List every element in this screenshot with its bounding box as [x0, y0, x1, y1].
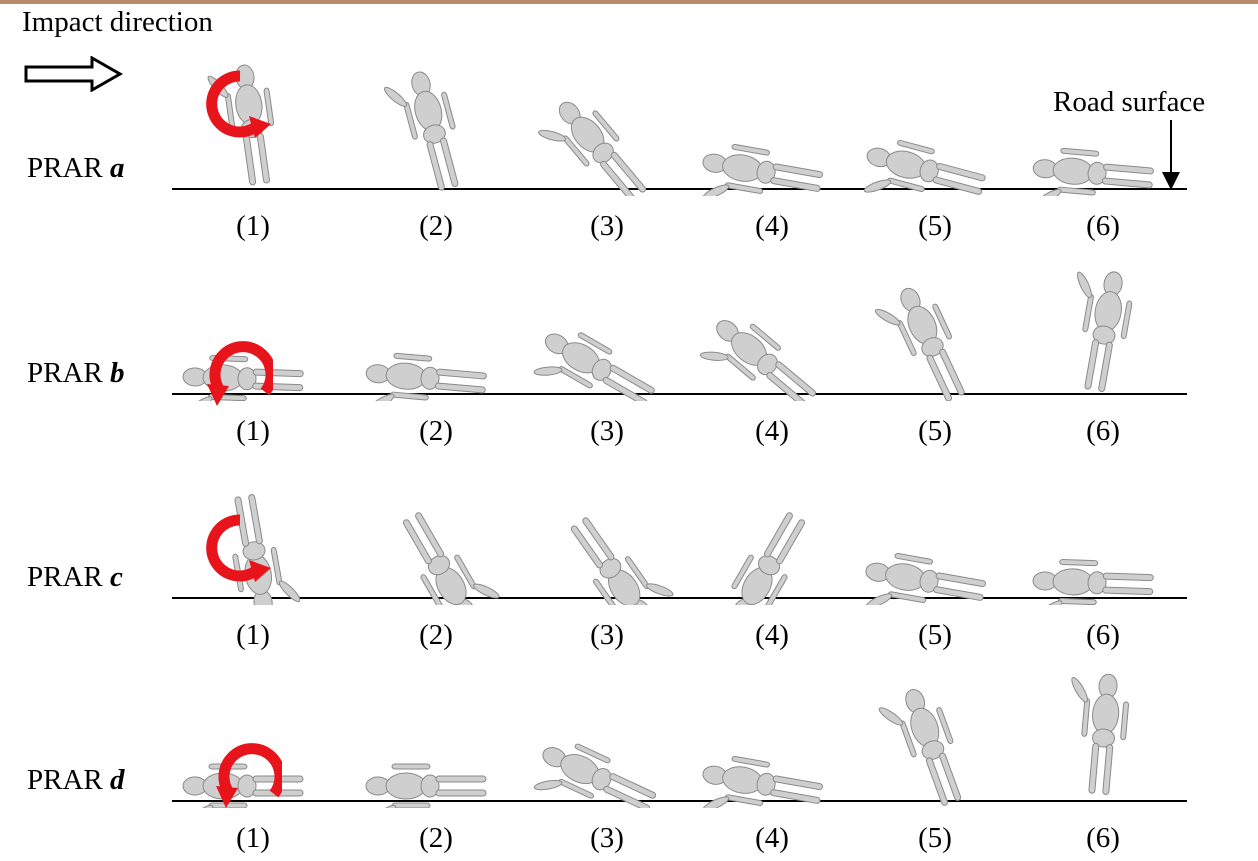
mannequin-figure — [1028, 658, 1178, 808]
prar-row-label: PRAR c — [27, 561, 123, 594]
frame-number-label: (4) — [732, 415, 812, 448]
frame-number-label: (1) — [213, 619, 293, 652]
mannequin-figure — [697, 455, 847, 605]
frame-number-label: (5) — [895, 619, 975, 652]
prar-prefix: PRAR — [27, 357, 110, 389]
mannequin-figure — [697, 251, 847, 401]
mannequin-figure — [860, 46, 1010, 196]
mannequin-figure — [361, 46, 511, 196]
mannequin-figure — [1028, 455, 1178, 605]
mannequin-figure — [361, 658, 511, 808]
mannequin-figure — [532, 251, 682, 401]
prar-row-label: PRAR a — [27, 152, 125, 185]
prar-prefix: PRAR — [27, 561, 110, 593]
prar-letter: a — [110, 152, 125, 184]
rotation-counterclockwise-icon — [203, 340, 273, 420]
impact-direction-label: Impact direction — [22, 6, 213, 39]
impact-direction-arrow-icon — [24, 56, 124, 92]
mannequin-figure — [532, 46, 682, 196]
prar-letter: d — [110, 764, 125, 796]
prar-row-label: PRAR d — [27, 764, 125, 797]
frame-number-label: (3) — [567, 415, 647, 448]
prar-letter: b — [110, 357, 125, 389]
frame-number-label: (6) — [1063, 822, 1143, 855]
mannequin-figure — [860, 658, 1010, 808]
frame-number-label: (3) — [567, 619, 647, 652]
mannequin-figure — [860, 251, 1010, 401]
mannequin-figure — [697, 46, 847, 196]
frame-number-label: (1) — [213, 822, 293, 855]
mannequin-figure — [697, 658, 847, 808]
frame-number-label: (1) — [213, 210, 293, 243]
frame-number-label: (6) — [1063, 619, 1143, 652]
frame-number-label: (5) — [895, 822, 975, 855]
frame-number-label: (2) — [396, 619, 476, 652]
mannequin-figure — [860, 455, 1010, 605]
mannequin-figure — [361, 455, 511, 605]
mannequin-figure — [1028, 46, 1178, 196]
frame-number-label: (3) — [567, 210, 647, 243]
mannequin-figure — [1028, 251, 1178, 401]
frame-number-label: (2) — [396, 822, 476, 855]
rotation-counterclockwise-icon — [212, 742, 282, 822]
prar-prefix: PRAR — [27, 152, 110, 184]
frame-number-label: (3) — [567, 822, 647, 855]
frame-number-label: (4) — [732, 619, 812, 652]
frame-number-label: (4) — [732, 822, 812, 855]
mannequin-figure — [532, 455, 682, 605]
frame-number-label: (5) — [895, 210, 975, 243]
mannequin-figure — [532, 658, 682, 808]
frame-number-label: (2) — [396, 210, 476, 243]
frame-number-label: (5) — [895, 415, 975, 448]
frame-number-label: (6) — [1063, 210, 1143, 243]
mannequin-figure — [361, 251, 511, 401]
top-border — [0, 0, 1258, 4]
prar-letter: c — [110, 561, 123, 593]
frame-number-label: (4) — [732, 210, 812, 243]
frame-number-label: (6) — [1063, 415, 1143, 448]
prar-row-label: PRAR b — [27, 357, 125, 390]
rotation-clockwise-icon — [205, 68, 275, 148]
rotation-clockwise-icon — [205, 512, 275, 592]
frame-number-label: (2) — [396, 415, 476, 448]
prar-prefix: PRAR — [27, 764, 110, 796]
